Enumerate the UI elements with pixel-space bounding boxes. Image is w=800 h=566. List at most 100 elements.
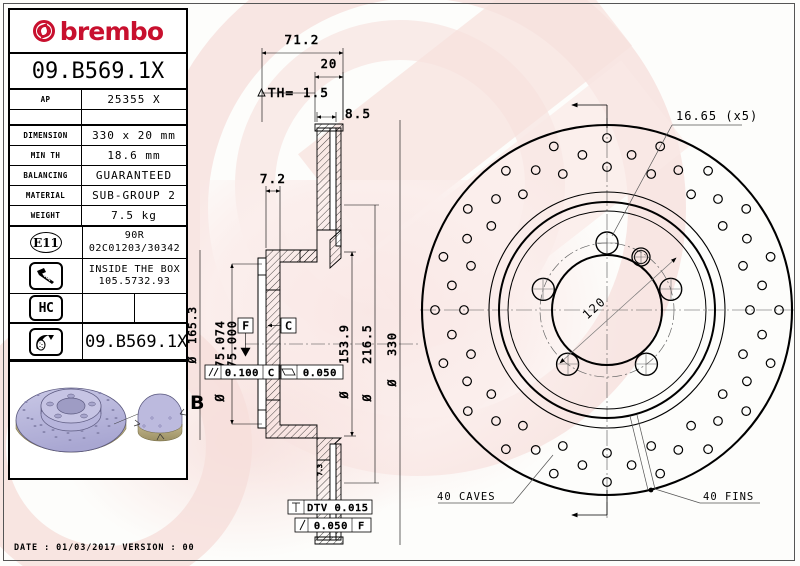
- gtol-parallel-datum: C: [268, 368, 274, 379]
- gtol-runout-datum: F: [358, 521, 364, 532]
- drilled-hole: [557, 169, 568, 179]
- drilled-hole: [757, 280, 767, 291]
- screw-icon-cell: [10, 259, 83, 293]
- drilled-hole: [745, 305, 755, 315]
- drilled-hole: [686, 189, 696, 200]
- drilled-hole: [447, 280, 457, 291]
- drilled-hole: [703, 165, 713, 176]
- table-row-balancing: BALANCING GUARANTEED: [10, 166, 186, 186]
- table-row-dimension: DIMENSION 330 x 20 mm: [10, 126, 186, 146]
- table-row-blank: [10, 110, 186, 126]
- brake-disc-icon-cell: [10, 324, 83, 359]
- gtol-runout: 0.050 F: [294, 517, 372, 533]
- drilled-hole: [686, 420, 696, 431]
- drilled-hole: [765, 358, 776, 369]
- drilled-hole: [530, 165, 541, 176]
- drilled-hole: [703, 444, 713, 455]
- drilled-hole: [765, 251, 776, 262]
- screw-icon: [29, 262, 63, 290]
- dim-offset: 8.5: [345, 106, 371, 121]
- drilled-hole: [486, 220, 497, 231]
- brembo-logo-icon: [32, 20, 55, 42]
- diameter-symbol-icon-3: Ø: [360, 394, 374, 401]
- drilled-hole: [713, 194, 723, 204]
- brake-disc-icon: [29, 327, 63, 356]
- hc-badge-icon: HC: [29, 295, 63, 321]
- diameter-symbol-icon: Ø: [213, 394, 227, 402]
- drilled-hole: [548, 468, 559, 479]
- brake-disc-glyph: [36, 334, 54, 351]
- row-value: 18.6 mm: [107, 149, 161, 162]
- drilled-hole: [741, 203, 752, 214]
- pcd-label: 120: [580, 294, 609, 322]
- diameter-symbol-icon-4: Ø: [385, 379, 399, 386]
- pcd-dimension: [559, 257, 677, 364]
- drilled-hole: [466, 260, 476, 271]
- hc-badge-icon-cell: HC: [10, 294, 83, 322]
- drilled-hole: [673, 445, 684, 455]
- row-value: 25355 X: [107, 93, 161, 106]
- svg-text:F: F: [242, 320, 249, 333]
- e11-badge-text: E11: [30, 232, 62, 253]
- drilled-hole: [438, 251, 449, 262]
- product-render-cell: [10, 360, 186, 478]
- dim-bore-lower: 75.000: [225, 320, 239, 368]
- drilled-hole: [717, 389, 728, 400]
- drilled-hole: [491, 416, 501, 426]
- dim-d1: 153.9: [337, 324, 351, 364]
- gtol-dtv: DTV 0.015: [287, 499, 373, 515]
- drilled-hole: [577, 149, 588, 160]
- row-label: AP: [10, 90, 82, 109]
- drilled-hole: [738, 260, 748, 271]
- gtol-dtv-value: DTV 0.015: [307, 503, 368, 514]
- gtol-flatness: 0.050: [280, 364, 344, 380]
- dim-d3: 330: [385, 332, 399, 356]
- e11-badge-icon: E11: [10, 227, 83, 258]
- drilled-hole: [774, 305, 784, 315]
- specification-table: brembo 09.B569.1X AP 25355 X DIMENSION 3…: [8, 8, 188, 480]
- drilled-hole: [757, 329, 767, 340]
- dim-overall-width: 71.2: [285, 32, 320, 47]
- note-fins: 40 FINS: [703, 491, 754, 503]
- dim-hat-width: 20: [321, 57, 338, 71]
- accessory-line1: INSIDE THE BOX: [88, 263, 181, 275]
- drilled-hole: [462, 406, 473, 417]
- drilled-hole: [491, 194, 501, 204]
- dim-d2: 216.5: [360, 324, 374, 364]
- drilled-hole: [742, 376, 752, 387]
- drilled-hole: [713, 416, 723, 426]
- product-render: [15, 387, 186, 453]
- drilled-hole: [466, 349, 476, 360]
- drilled-hole: [738, 349, 748, 360]
- gtol-parallelism: 0.100 C: [204, 364, 280, 380]
- table-row-weight: WEIGHT 7.5 kg: [10, 206, 186, 227]
- row-label: BALANCING: [10, 166, 82, 185]
- disc-render-main: [15, 387, 127, 453]
- drilled-hole: [577, 460, 588, 471]
- drilled-hole: [462, 233, 473, 244]
- row-value: SUB-GROUP 2: [92, 189, 176, 202]
- drilled-hole: [447, 329, 457, 340]
- coating-value-2: [135, 294, 186, 322]
- row-label: WEIGHT: [10, 206, 82, 225]
- table-row-accessory: INSIDE THE BOX 105.5732.93: [10, 259, 186, 294]
- gtol-flatness-value: 0.050: [303, 368, 337, 379]
- drilled-hole: [626, 460, 637, 471]
- fin-dot-icon: [648, 487, 654, 493]
- drilled-hole: [673, 165, 684, 176]
- table-row-coating: HC: [10, 294, 186, 324]
- homologation-line2: 02C01203/30342: [88, 242, 181, 254]
- row-label: DIMENSION: [10, 126, 82, 145]
- table-row-disc: 09.B569.1X: [10, 324, 187, 360]
- section-dimensions: 71.2 20 TH= 1.5 8.5 7.2 75.074: [186, 32, 401, 545]
- sheet-border: [3, 3, 795, 561]
- drilled-hole: [548, 141, 559, 152]
- gtol-parallel-value: 0.100: [225, 368, 259, 379]
- drilled-hole: [741, 406, 752, 417]
- brand-wordmark: brembo: [59, 16, 164, 46]
- row-value: 330 x 20 mm: [92, 129, 176, 142]
- drilled-hole: [646, 169, 657, 179]
- triangle-symbol-icon: [257, 87, 266, 97]
- drilled-hole: [518, 189, 528, 200]
